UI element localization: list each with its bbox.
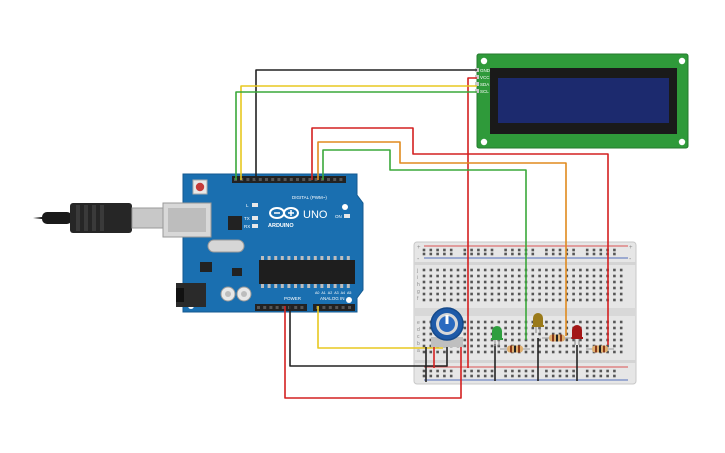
digital-pin[interactable] <box>296 178 299 181</box>
digital-header[interactable] <box>232 176 346 183</box>
digital-pin[interactable] <box>283 178 287 181</box>
analog-pin[interactable] <box>335 306 339 309</box>
resistors[interactable] <box>500 334 614 353</box>
lcd-pin-label: GND <box>480 68 491 73</box>
row-label: h <box>417 282 420 288</box>
digital-pin[interactable] <box>258 178 262 181</box>
lcd-pin-label: SDA <box>480 82 489 87</box>
lcd-pin-label: VCC <box>480 75 490 80</box>
analog-pin-label: A5 <box>347 291 351 295</box>
row-label: b <box>417 341 420 347</box>
board-model: UNO <box>303 209 328 221</box>
power-pin[interactable] <box>275 306 279 309</box>
resistor-2[interactable] <box>542 334 572 342</box>
wire-yellow-led[interactable] <box>317 141 567 336</box>
digital-pin[interactable] <box>333 178 337 181</box>
digital-pin[interactable] <box>308 178 312 181</box>
potentiometer[interactable] <box>430 307 464 347</box>
analog-pin[interactable] <box>348 306 351 309</box>
led-rx-label: RX <box>244 224 250 229</box>
lcd-screen <box>498 78 669 123</box>
digital-pin[interactable] <box>277 178 281 181</box>
led-tx-label: TX <box>244 216 250 221</box>
digital-pin[interactable] <box>271 178 275 181</box>
power-header[interactable] <box>255 304 307 311</box>
digital-pin[interactable] <box>314 178 318 181</box>
wire-green-led[interactable] <box>322 149 527 340</box>
analog-pin-label: A4 <box>341 291 345 295</box>
wire-red-led[interactable] <box>311 127 609 345</box>
wire-lcd-sda[interactable] <box>240 85 477 180</box>
rail-plus-label-right: + <box>629 245 633 251</box>
wire-gnd-breadboard[interactable] <box>289 306 448 367</box>
row-label: g <box>417 289 420 295</box>
green-led[interactable] <box>491 326 503 346</box>
wire-5v-breadboard[interactable] <box>284 306 462 399</box>
analog-pin-label: A0 <box>315 291 319 295</box>
digital-pin[interactable] <box>289 178 293 181</box>
lcd-pin[interactable] <box>475 89 479 93</box>
analog-pin[interactable] <box>341 306 345 309</box>
wires[interactable] <box>235 69 609 399</box>
digital-pin[interactable] <box>302 178 306 181</box>
usb-cable[interactable] <box>33 203 165 233</box>
rail-minus-label-right: - <box>629 256 632 263</box>
power-pin[interactable] <box>269 306 273 309</box>
led-l-label: L <box>246 203 249 208</box>
row-label: a <box>417 348 420 354</box>
power-pin[interactable] <box>281 306 285 309</box>
row-label: e <box>417 320 420 326</box>
lcd-pin[interactable] <box>475 82 479 86</box>
row-label: j <box>416 268 418 274</box>
power-pin[interactable] <box>257 306 260 309</box>
wire-lcd-gnd[interactable] <box>255 69 477 180</box>
power-pin[interactable] <box>300 306 304 309</box>
digital-pin[interactable] <box>252 178 256 181</box>
row-label: d <box>417 327 420 333</box>
yellow-led[interactable] <box>532 313 544 333</box>
power-header-label: POWER <box>284 296 302 301</box>
lcd-pin[interactable] <box>475 75 479 79</box>
wire-lcd-scl[interactable] <box>235 91 477 180</box>
microcontroller-chip <box>259 260 355 284</box>
red-led[interactable] <box>571 325 583 345</box>
digital-pin[interactable] <box>327 178 330 181</box>
rail-plus-label: + <box>417 245 421 251</box>
board-brand: ARDUINO <box>268 223 294 229</box>
power-pin[interactable] <box>294 306 298 309</box>
analog-header[interactable] <box>313 304 355 311</box>
analog-pin[interactable] <box>328 306 332 309</box>
rail-minus-label: - <box>417 256 420 263</box>
analog-header-label: ANALOG IN <box>320 296 345 301</box>
resistor-1[interactable] <box>500 345 530 353</box>
analog-pin-label: A2 <box>328 291 332 295</box>
wire-lcd-vcc[interactable] <box>467 77 477 368</box>
lcd-module[interactable]: GND VCC SDA SCL <box>475 53 689 149</box>
resistor-3[interactable] <box>586 345 614 353</box>
row-label: c <box>417 334 420 340</box>
wire-a0-potentiometer[interactable] <box>317 306 443 349</box>
power-pin[interactable] <box>263 306 267 309</box>
digital-pin[interactable] <box>246 178 250 181</box>
digital-pin[interactable] <box>339 178 343 181</box>
analog-pin-label: A1 <box>321 291 325 295</box>
lcd-pin-label: SCL <box>480 89 489 94</box>
digital-pin[interactable] <box>265 178 268 181</box>
row-label: i <box>417 275 418 281</box>
arduino-uno[interactable]: UNO ARDUINO DIGITAL (PWM~) POWER ANALOG … <box>162 173 364 313</box>
analog-pin[interactable] <box>322 306 326 309</box>
row-label: f <box>417 296 419 302</box>
on-label: ON <box>335 214 342 219</box>
arduino-logo <box>269 207 299 219</box>
digital-header-label: DIGITAL (PWM~) <box>292 195 327 200</box>
analog-pin-label: A3 <box>334 291 338 295</box>
